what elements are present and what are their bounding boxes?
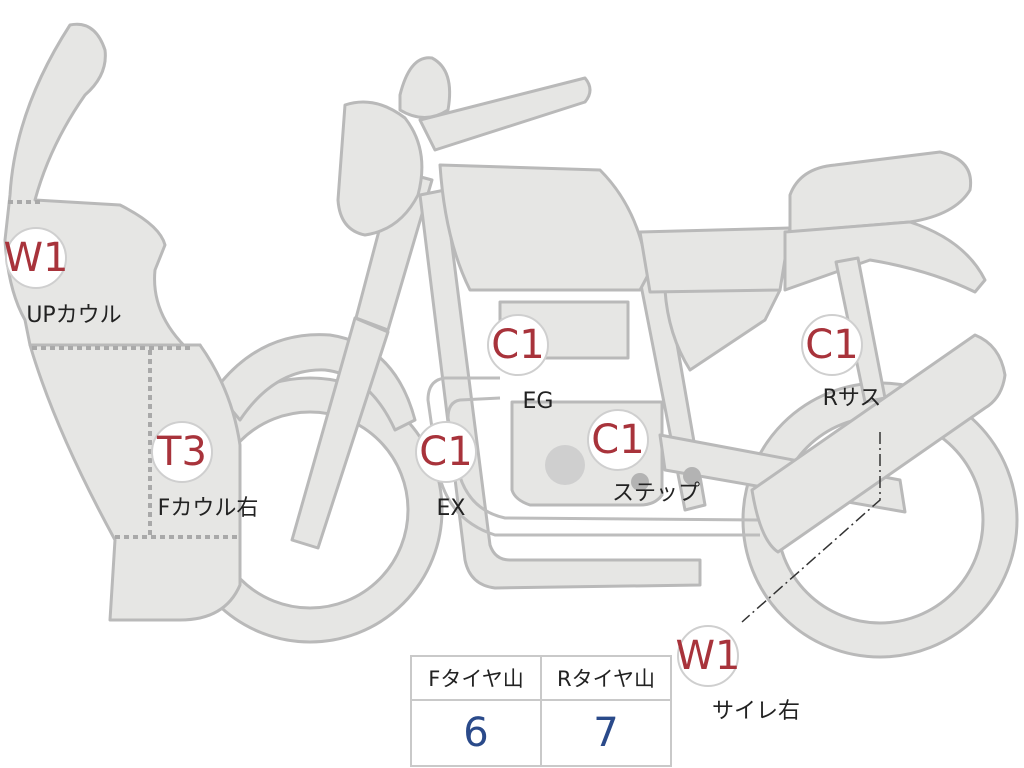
mirror: [398, 56, 452, 119]
part-label: UPカウル: [26, 303, 121, 328]
damage-code: T3: [156, 429, 207, 475]
part-label: EX: [437, 496, 466, 521]
badge-circle: [677, 625, 739, 687]
front-tire-header: Fタイヤ山: [410, 655, 542, 701]
seat-rear: [788, 150, 973, 234]
damage-code: W1: [676, 633, 741, 679]
rear-tire-header: Rタイヤ山: [540, 655, 672, 701]
silencer: [750, 333, 1007, 554]
table-header-row: Fタイヤ山 Rタイヤ山: [410, 655, 672, 701]
front-tire-value: 6: [410, 699, 542, 767]
footpeg-rear: [683, 467, 701, 485]
badge-circle: [587, 409, 649, 471]
part-label: Fカウル右: [158, 496, 259, 521]
table-value-row: 6 7: [410, 699, 672, 767]
badge-circle: [415, 421, 477, 483]
marker-rsus: C1 Rサス: [801, 314, 882, 411]
marker-ex: C1 EX: [415, 421, 477, 521]
badge-circle: [5, 227, 67, 289]
engine-cover: [545, 445, 585, 485]
seat-front: [638, 226, 792, 294]
damage-code: W1: [4, 235, 69, 281]
part-label: EG: [523, 389, 554, 414]
part-label: Rサス: [823, 386, 882, 411]
front-cowl-right: [28, 343, 242, 622]
marker-silencer: W1 サイレ右: [676, 625, 800, 724]
headlight: [336, 100, 424, 237]
damage-code: C1: [591, 417, 644, 463]
part-label: サイレ右: [712, 699, 800, 724]
badge-circle: [801, 314, 863, 376]
silencer-leader-line: [741, 432, 881, 623]
part-label: ステップ: [612, 481, 700, 506]
tire-tread-table: Fタイヤ山 Rタイヤ山 6 7: [410, 655, 672, 767]
marker-eg: C1 EG: [487, 314, 554, 414]
damage-code: C1: [419, 429, 472, 475]
rear-tire-value: 7: [540, 699, 672, 767]
rear-fender: [783, 220, 987, 294]
side-cover: [663, 288, 782, 372]
marker-step: C1 ステップ: [587, 409, 700, 506]
handlebar: [418, 76, 592, 152]
marker-fcowl: T3 Fカウル右: [151, 421, 259, 521]
badge-circle: [151, 421, 213, 483]
fuel-tank: [438, 163, 650, 292]
damage-code: C1: [805, 322, 858, 368]
footpeg-front: [631, 473, 649, 491]
damage-code: C1: [491, 322, 544, 368]
badge-circle: [487, 314, 549, 376]
marker-upcowl: W1 UPカウル: [4, 227, 122, 328]
